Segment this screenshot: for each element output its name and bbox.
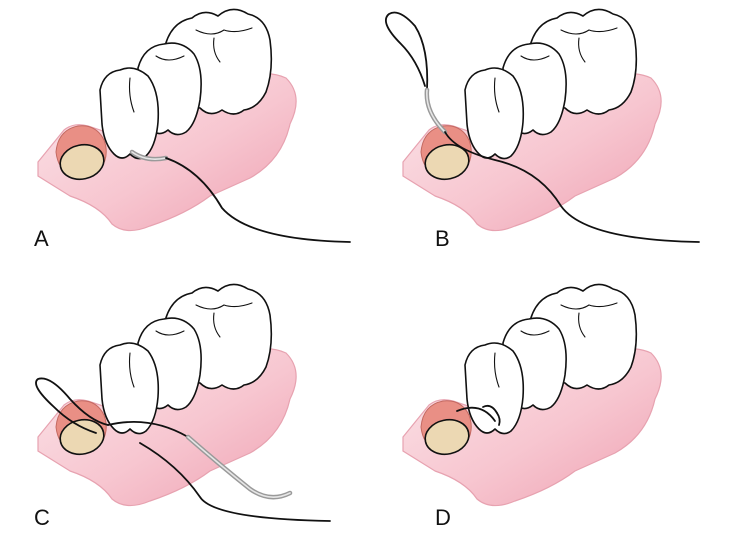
panel-label-a: A <box>34 226 49 251</box>
needle-highlight <box>187 436 291 498</box>
panel-a: A <box>0 0 365 275</box>
suture-thread <box>165 157 351 243</box>
dental-arch <box>402 283 662 507</box>
panel-b-illustration <box>385 8 700 243</box>
suture-knot <box>482 404 498 414</box>
suture-tied <box>456 406 496 422</box>
needle-highlight <box>426 89 446 133</box>
dental-arch <box>37 283 297 507</box>
suture-loop <box>35 377 109 434</box>
suture-thread <box>139 442 331 522</box>
suture-loop <box>385 11 429 91</box>
panel-b: B <box>365 0 730 275</box>
panel-a-illustration <box>37 8 351 243</box>
panel-c: C <box>0 275 365 550</box>
panel-c-illustration <box>35 283 331 522</box>
suture-thread <box>444 131 700 243</box>
panel-label-c: C <box>34 505 50 530</box>
dental-arch <box>37 8 297 232</box>
panel-d-illustration <box>402 283 662 507</box>
panel-d: D <box>365 275 730 550</box>
dental-arch <box>402 8 662 232</box>
suture-end <box>496 412 501 426</box>
panel-label-b: B <box>435 226 450 251</box>
needle-highlight <box>131 151 167 160</box>
suture-cross <box>107 420 189 438</box>
panel-label-d: D <box>435 505 451 530</box>
